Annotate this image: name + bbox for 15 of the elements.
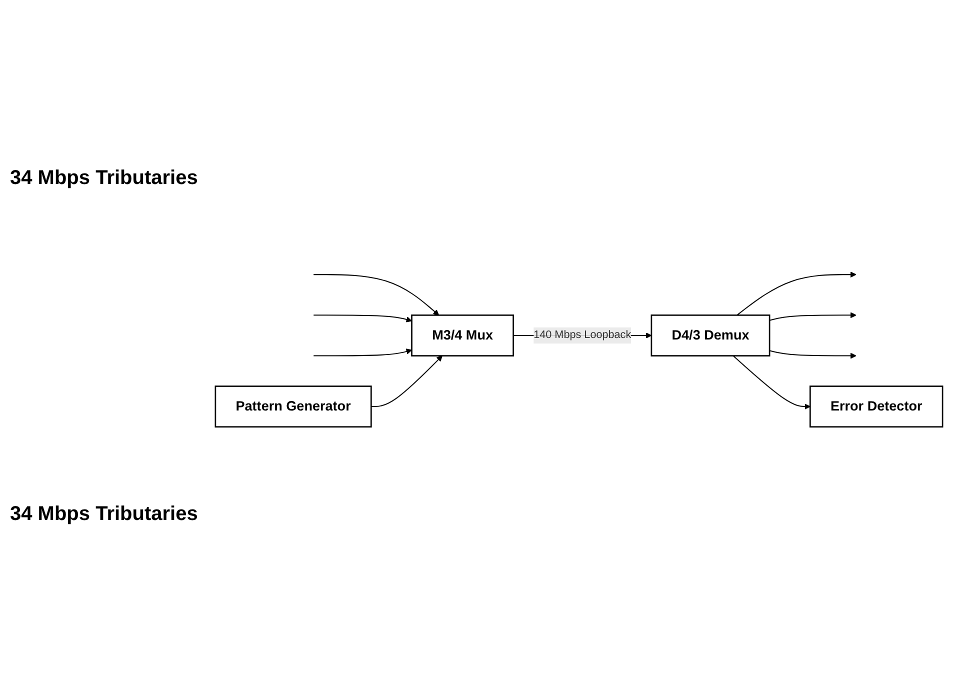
arrow: [314, 274, 440, 316]
note-text: 34 Mbps Tributaries: [10, 502, 199, 526]
note-text: 34 Mbps Tributaries: [10, 166, 199, 190]
node-box: M3/4 Mux: [411, 314, 514, 357]
arrow: [314, 315, 412, 323]
arrow: [769, 350, 856, 360]
arrow: [371, 356, 442, 408]
arrow: [314, 348, 412, 357]
arrow: [769, 312, 856, 322]
edge-label: 140 Mbps Loopback: [534, 330, 632, 342]
node-box: Pattern Generator: [214, 386, 372, 428]
node-box: Error Detector: [809, 386, 944, 428]
arrow: [732, 356, 810, 410]
node-box: D4/3 Demux: [650, 314, 770, 357]
arrow: [736, 272, 856, 316]
